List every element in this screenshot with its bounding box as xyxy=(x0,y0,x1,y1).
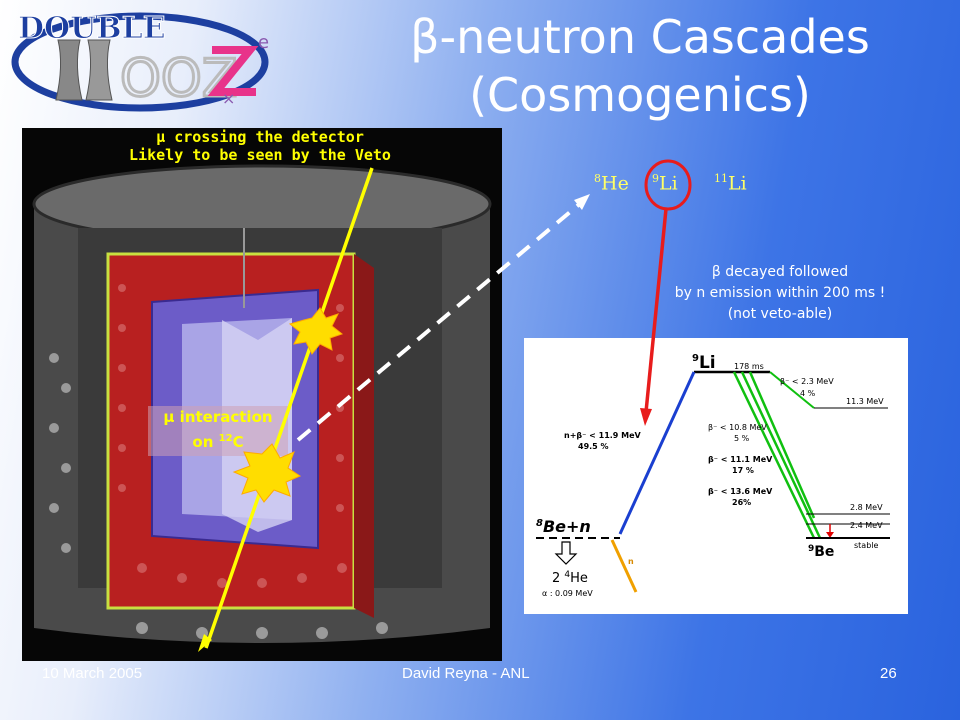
level-2-8-label: 2.8 MeV xyxy=(850,503,883,512)
page-title: β-neutron Cascades (Cosmogenics) xyxy=(340,8,940,124)
muon-caption: μ crossing the detector Likely to be see… xyxy=(40,128,480,164)
he4-label: 2 4He xyxy=(552,570,588,586)
beta-branch-4 xyxy=(748,371,816,519)
muon-caption-line-2: Likely to be seen by the Veto xyxy=(129,146,391,164)
interaction-sup: 12 xyxy=(218,433,233,444)
li9-halflife: 178 ms xyxy=(734,362,764,371)
beta-branch-2 xyxy=(732,371,816,539)
isotope-he8: 8He xyxy=(594,172,629,194)
beta-caption-line-3: (not veto-able) xyxy=(727,306,833,322)
interaction-suffix: C xyxy=(232,433,244,451)
isotope-li11: 11Li xyxy=(714,172,747,194)
beta-caption-line-1: β decayed followed xyxy=(711,264,849,280)
be8-label: 8Be+n xyxy=(536,517,591,536)
alpha-energy: α : 0.09 MeV xyxy=(542,589,593,598)
interaction-line-1: μ interaction xyxy=(163,408,273,426)
left-branch-percent: 49.5 % xyxy=(578,442,609,451)
logo-main-text: OOZ xyxy=(120,49,237,109)
detector-illustration xyxy=(22,128,502,661)
b2-energy: β⁻ < 10.8 MeV xyxy=(708,423,767,432)
neutron-label: n xyxy=(628,557,634,566)
li9-label: 9Li xyxy=(692,353,716,373)
b4-percent: 26% xyxy=(732,498,751,507)
footer-author: David Reyna - ANL xyxy=(402,665,530,682)
alpha-arrow-icon xyxy=(554,541,578,565)
level-2-4-label: 2.4 MeV xyxy=(850,521,883,530)
li9-decay-scheme: 9Li 178 ms n+β⁻ < 11.9 MeV 49.5 % 8Be+n … xyxy=(524,338,908,614)
cooling-tower-icon xyxy=(85,39,113,101)
beta-caption: β decayed followed by n emission within … xyxy=(590,262,960,325)
isotope-li9: 9Li xyxy=(652,172,678,194)
title-line-1: β-neutron Cascades xyxy=(410,10,870,64)
isotope-name: Li xyxy=(728,172,747,195)
isotope-name: He xyxy=(601,172,629,195)
logo-ring xyxy=(11,12,269,112)
b2-percent: 5 % xyxy=(734,434,750,443)
title-line-2: (Cosmogenics) xyxy=(469,68,811,122)
isotope-sup: 11 xyxy=(714,172,728,185)
buffer-side xyxy=(354,254,374,618)
interaction-prefix: on xyxy=(192,433,219,451)
interaction-caption: μ interaction on 12C xyxy=(148,406,288,456)
footer-date: 10 March 2005 xyxy=(42,665,143,682)
double-chooz-logo: DOUBLE OOZ e × xyxy=(11,11,269,112)
b1-energy: β⁻ < 2.3 MeV xyxy=(780,377,834,386)
be9-label: 9Be xyxy=(808,544,834,560)
b3-energy: β⁻ < 11.1 MeV xyxy=(708,455,773,464)
logo-x-text: × xyxy=(222,89,235,108)
isotope-sup: 9 xyxy=(652,172,659,185)
b3-percent: 17 % xyxy=(732,466,754,475)
interaction-line-2: on 12C xyxy=(148,428,288,453)
logo-e-text: e xyxy=(258,32,269,53)
beta-branch-3 xyxy=(740,371,822,539)
decay-panel xyxy=(524,338,908,614)
level-11-3-label: 11.3 MeV xyxy=(846,397,884,406)
isotope-sup: 8 xyxy=(594,172,601,185)
gamma-arrowhead xyxy=(826,532,834,538)
beta-branch-1 xyxy=(769,371,815,409)
b1-percent: 4 % xyxy=(800,389,816,398)
muon-caption-line-1: μ crossing the detector xyxy=(156,128,364,146)
isotope-name: Li xyxy=(659,172,678,195)
neutron-emission-line xyxy=(610,539,638,593)
logo-z-shape xyxy=(207,46,259,96)
cooling-tower-icon xyxy=(55,39,83,101)
left-branch-energy: n+β⁻ < 11.9 MeV xyxy=(564,431,642,440)
beta-caption-line-2: by n emission within 200 ms ! xyxy=(674,285,886,301)
stable-label: stable xyxy=(854,541,879,550)
b4-energy: β⁻ < 13.6 MeV xyxy=(708,487,773,496)
beta-to-be8-line xyxy=(618,371,696,535)
footer-page-number: 26 xyxy=(880,665,897,682)
